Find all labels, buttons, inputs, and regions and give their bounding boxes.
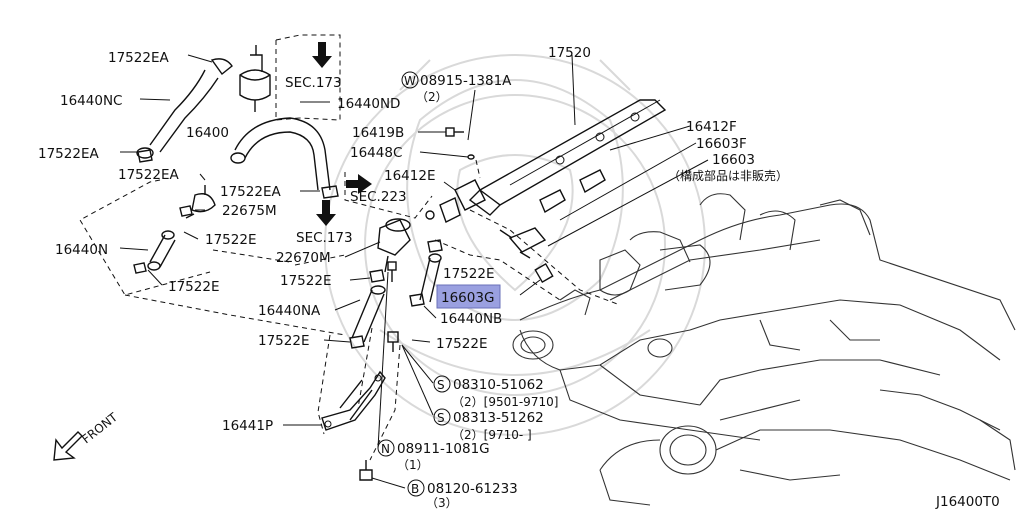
symbol-n: N	[381, 442, 390, 456]
front-label: FRONT	[79, 410, 120, 447]
label-16603g[interactable]: 16603G	[441, 290, 494, 306]
label-17522ea-4[interactable]: 17522EA	[220, 184, 281, 200]
label-sec173-top[interactable]: SEC.173	[285, 75, 342, 91]
hardware-labels: W 08915-1381A （2） S 08310-51062 （2）[9501…	[377, 71, 558, 510]
label-16412e[interactable]: 16412E	[384, 168, 435, 184]
bolt-16419b	[445, 127, 475, 160]
label-16448c[interactable]: 16448C	[350, 145, 402, 161]
part-labels: 17522EA 16440NC 16400 17522EA 17522EA 17…	[38, 45, 788, 434]
front-direction-arrow	[53, 431, 83, 461]
label-08120-61233[interactable]: 08120-61233	[427, 481, 518, 497]
symbol-s-2: S	[437, 411, 445, 425]
symbol-s-1: S	[437, 378, 445, 392]
engine-block	[512, 193, 1016, 506]
label-08313-51262[interactable]: 08313-51262	[453, 410, 544, 426]
fuel-rail	[468, 99, 667, 216]
qty-w: （2）	[416, 90, 448, 104]
symbol-w: W	[404, 74, 416, 88]
highlight-box-16603g	[436, 284, 501, 309]
label-17522e-1[interactable]: 17522E	[205, 232, 256, 248]
qty-s-2: （2）[9710- ]	[452, 428, 532, 442]
label-17522ea-1[interactable]: 17522EA	[108, 50, 169, 66]
label-22675m[interactable]: 22675M	[222, 203, 277, 219]
label-08911-1081g[interactable]: 08911-1081G	[397, 441, 490, 457]
label-17522e-6[interactable]: 17522E	[436, 336, 487, 352]
section-arrows	[312, 42, 372, 226]
label-16440nc[interactable]: 16440NC	[60, 93, 122, 109]
dashed-guides	[79, 34, 621, 461]
label-16441p[interactable]: 16441P	[222, 418, 273, 434]
label-17522ea-2[interactable]: 17522EA	[38, 146, 99, 162]
qty-s-1: （2）[9501-9710]	[452, 395, 558, 409]
diagram-code: J16400T0	[935, 494, 1000, 510]
hose-16440nb	[419, 253, 442, 303]
label-16412f[interactable]: 16412F	[686, 119, 737, 135]
leader-lines	[119, 54, 709, 489]
label-16603-note: （構成部品は非販売）	[668, 168, 788, 183]
label-sec223[interactable]: SEC.223	[350, 189, 407, 205]
label-22670m[interactable]: 22670M	[276, 250, 331, 266]
label-16440nb[interactable]: 16440NB	[440, 311, 502, 327]
label-17522e-5[interactable]: 17522E	[443, 266, 494, 282]
qty-n: （1）	[397, 458, 429, 472]
label-16603[interactable]: 16603	[712, 152, 755, 168]
label-16440n[interactable]: 16440N	[55, 242, 108, 258]
label-16440na[interactable]: 16440NA	[258, 303, 321, 319]
label-sec173-mid[interactable]: SEC.173	[296, 230, 353, 246]
label-17522e-2[interactable]: 17522E	[168, 279, 219, 295]
hose-16440nd	[230, 117, 331, 191]
pressure-regulator	[425, 179, 486, 223]
label-16440nd[interactable]: 16440ND	[337, 96, 400, 112]
label-16419b[interactable]: 16419B	[352, 125, 404, 141]
qty-b: （3）	[426, 496, 458, 510]
symbol-b: B	[411, 482, 419, 496]
label-16603f[interactable]: 16603F	[696, 136, 747, 152]
label-16400[interactable]: 16400	[186, 125, 229, 141]
damper-22670m	[377, 218, 411, 273]
fuel-filter	[210, 45, 271, 112]
label-08310-51062[interactable]: 08310-51062	[453, 377, 544, 393]
label-17520[interactable]: 17520	[548, 45, 591, 61]
clamp-17522ea	[321, 185, 339, 199]
bracket-16441p	[321, 370, 386, 431]
bolts-bracket	[359, 261, 399, 481]
hose-16440na	[351, 285, 386, 343]
injector	[499, 227, 554, 284]
hose-16440nc	[136, 69, 219, 159]
label-17522e-3[interactable]: 17522E	[280, 273, 331, 289]
hose-16440n	[147, 230, 176, 271]
label-17522e-4[interactable]: 17522E	[258, 333, 309, 349]
label-08915-1381a[interactable]: 08915-1381A	[420, 73, 512, 89]
damper-22675m	[185, 185, 216, 219]
label-17522ea-3[interactable]: 17522EA	[118, 167, 179, 183]
